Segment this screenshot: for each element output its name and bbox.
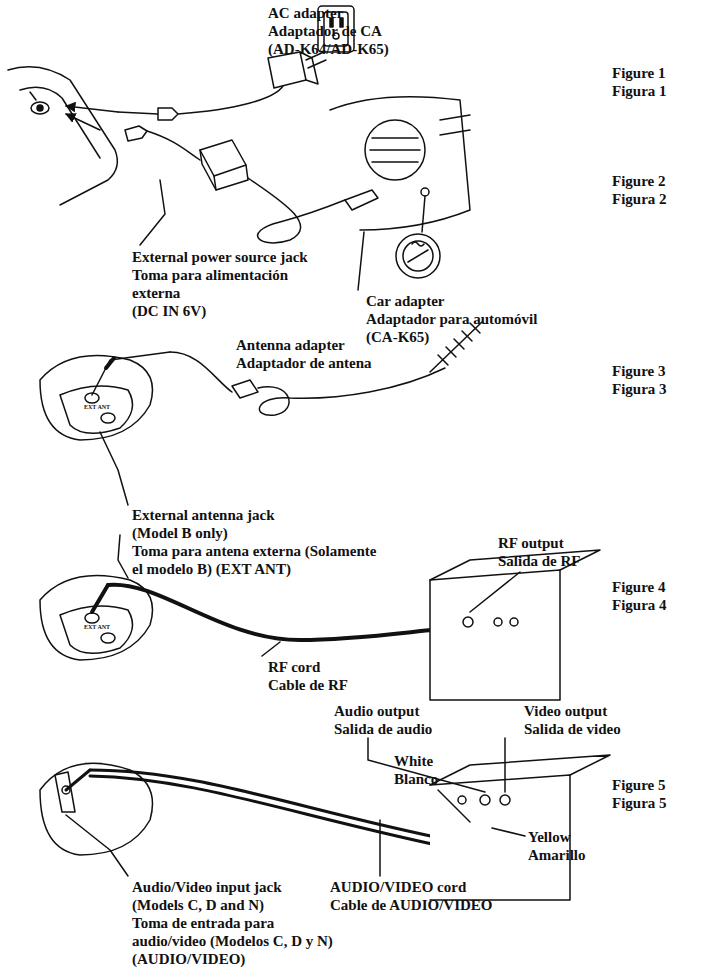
tv-antenna	[430, 322, 482, 372]
part-label: Adaptador de CA	[268, 22, 382, 40]
rf-cord	[108, 585, 455, 640]
av-cord	[90, 776, 470, 852]
leader-line	[140, 180, 165, 245]
model-number: (AD-K64/AD-K65)	[268, 40, 389, 58]
car-adapter-box	[200, 140, 248, 190]
figure-number: Figure 3	[612, 362, 665, 380]
car-dashboard	[330, 97, 470, 230]
part-label: External power source jack	[132, 248, 308, 266]
insert-arrow	[66, 114, 100, 130]
figure-number: Figura 2	[612, 190, 667, 208]
part-label: (AUDIO/VIDEO)	[132, 950, 245, 968]
adapter-cord	[178, 82, 285, 114]
part-label: Cable de RF	[268, 676, 348, 694]
figure-number: Figure 1	[612, 64, 665, 82]
part-label: Audio output	[334, 702, 419, 720]
dc-plug	[158, 108, 178, 120]
color-label: Blanco	[394, 770, 438, 788]
jack-marking: EXT ANT	[84, 624, 110, 631]
part-label: Adaptador para automóvil	[366, 310, 537, 328]
part-label: Antenna adapter	[236, 336, 345, 354]
antenna-lead	[170, 352, 232, 392]
leader-line	[470, 572, 520, 612]
part-label: (Models C, D and N)	[132, 896, 264, 914]
part-label: el modelo B) (EXT ANT)	[132, 560, 291, 578]
ac-adapter	[268, 52, 326, 88]
player-jack-closeup	[40, 356, 153, 441]
jack-marking: EXT ANT	[84, 404, 110, 411]
figure-number: Figura 1	[612, 82, 667, 100]
model-number: (DC IN 6V)	[132, 302, 206, 320]
leader-line	[118, 535, 128, 578]
part-label: externa	[132, 284, 180, 302]
cigarette-plug	[345, 190, 378, 210]
leader-line	[262, 642, 280, 656]
leader-line	[66, 815, 128, 876]
part-label: RF output	[498, 534, 564, 552]
model-number: (CA-K65)	[366, 328, 429, 346]
part-label: AC adapter	[268, 4, 343, 22]
car-adapter-cord	[147, 131, 200, 160]
leader-line	[358, 232, 364, 290]
tv-set	[430, 550, 600, 700]
part-label: Audio/Video input jack	[132, 878, 281, 896]
tv-set	[430, 755, 610, 900]
antenna-lead	[92, 352, 170, 395]
part-label: audio/video (Modelos C, D y N)	[132, 932, 333, 950]
figure-number: Figure 2	[612, 172, 665, 190]
figure-number: Figura 3	[612, 380, 667, 398]
part-label: Adaptador de antena	[236, 354, 372, 372]
part-label: Toma para alimentación	[132, 266, 288, 284]
leader-line	[368, 738, 485, 792]
rf-plug	[92, 585, 108, 612]
part-label: AUDIO/VIDEO cord	[330, 878, 466, 896]
car-adapter-cord	[248, 178, 345, 243]
part-label: Salida de video	[524, 720, 621, 738]
leader-line	[492, 828, 525, 836]
part-label: Toma de entrada para	[132, 914, 274, 932]
antenna-cable	[258, 368, 445, 415]
part-label: Toma para antena externa (Solamente	[132, 542, 376, 560]
part-label: Car adapter	[366, 292, 444, 310]
part-label: Cable de AUDIO/VIDEO	[330, 896, 493, 914]
figure-number: Figure 5	[612, 776, 665, 794]
part-label: (Model B only)	[132, 524, 228, 542]
cigarette-lighter-detail	[396, 196, 440, 278]
antenna-adapter	[232, 380, 258, 398]
leader-line	[438, 790, 470, 822]
color-label: Amarillo	[528, 846, 586, 864]
part-label: External antenna jack	[132, 506, 275, 524]
player-edge	[8, 67, 117, 205]
figure-number: Figure 4	[612, 578, 665, 596]
part-label: Salida de RF	[498, 552, 581, 570]
figure-number: Figura 4	[612, 596, 667, 614]
part-label: RF cord	[268, 658, 320, 676]
part-label: Video output	[524, 702, 607, 720]
dc-plug	[125, 126, 147, 141]
leader-line	[100, 432, 128, 505]
leader-line	[379, 820, 381, 876]
color-label: Yellow	[528, 828, 571, 846]
part-label: Salida de audio	[334, 720, 432, 738]
color-label: White	[394, 752, 433, 770]
insert-arrow	[66, 106, 118, 112]
leader-line	[504, 738, 506, 792]
figure-number: Figura 5	[612, 794, 667, 812]
